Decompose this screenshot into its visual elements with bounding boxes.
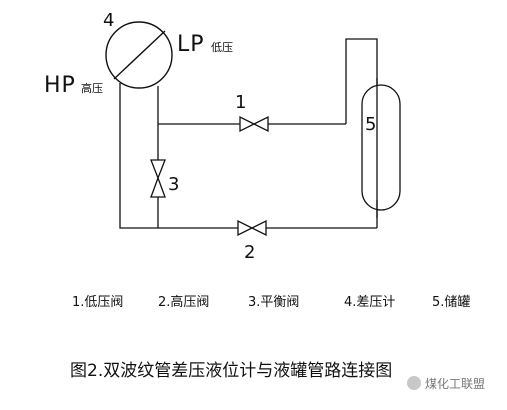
- valve-1: [239, 115, 269, 133]
- legend-item-4: 4.差压计: [344, 295, 395, 310]
- gauge-needle: [113, 30, 166, 80]
- tank-number: 5: [365, 114, 376, 135]
- pipes: [119, 38, 378, 229]
- legend-item-2: 2.高压阀: [158, 294, 209, 310]
- lp-label: LP: [177, 32, 205, 57]
- lp-cn-label: 低压: [211, 41, 233, 54]
- gauge-number: 4: [103, 10, 114, 31]
- lp-pipe-to-tank: [345, 38, 378, 124]
- valve-1-number: 1: [235, 92, 246, 113]
- legend-item-5: 5.储罐: [432, 295, 470, 310]
- watermark: 煤化工联盟: [407, 376, 485, 391]
- dp-gauge: [105, 21, 173, 89]
- valve-2: [237, 219, 267, 237]
- hp-label: HP: [44, 73, 76, 98]
- valve-3-number: 3: [168, 174, 179, 195]
- hp-cn-label: 高压: [81, 81, 103, 95]
- gauge-circle: [105, 21, 173, 89]
- storage-tank: [361, 78, 401, 218]
- hp-pipe-left: [119, 83, 158, 229]
- legend: 1.低压阀 2.高压阀 3.平衡阀 4.差压计 5.储罐: [72, 294, 470, 310]
- legend-item-3: 3.平衡阀: [248, 295, 299, 310]
- watermark-text: 煤化工联盟: [425, 377, 485, 391]
- valve-2-number: 2: [244, 242, 255, 263]
- legend-item-1: 1.低压阀: [72, 295, 123, 310]
- watermark-logo-icon: [407, 376, 421, 390]
- figure-caption: 图2.双波纹管差压液位计与液罐管路连接图: [70, 361, 392, 381]
- valve-3: [150, 159, 166, 198]
